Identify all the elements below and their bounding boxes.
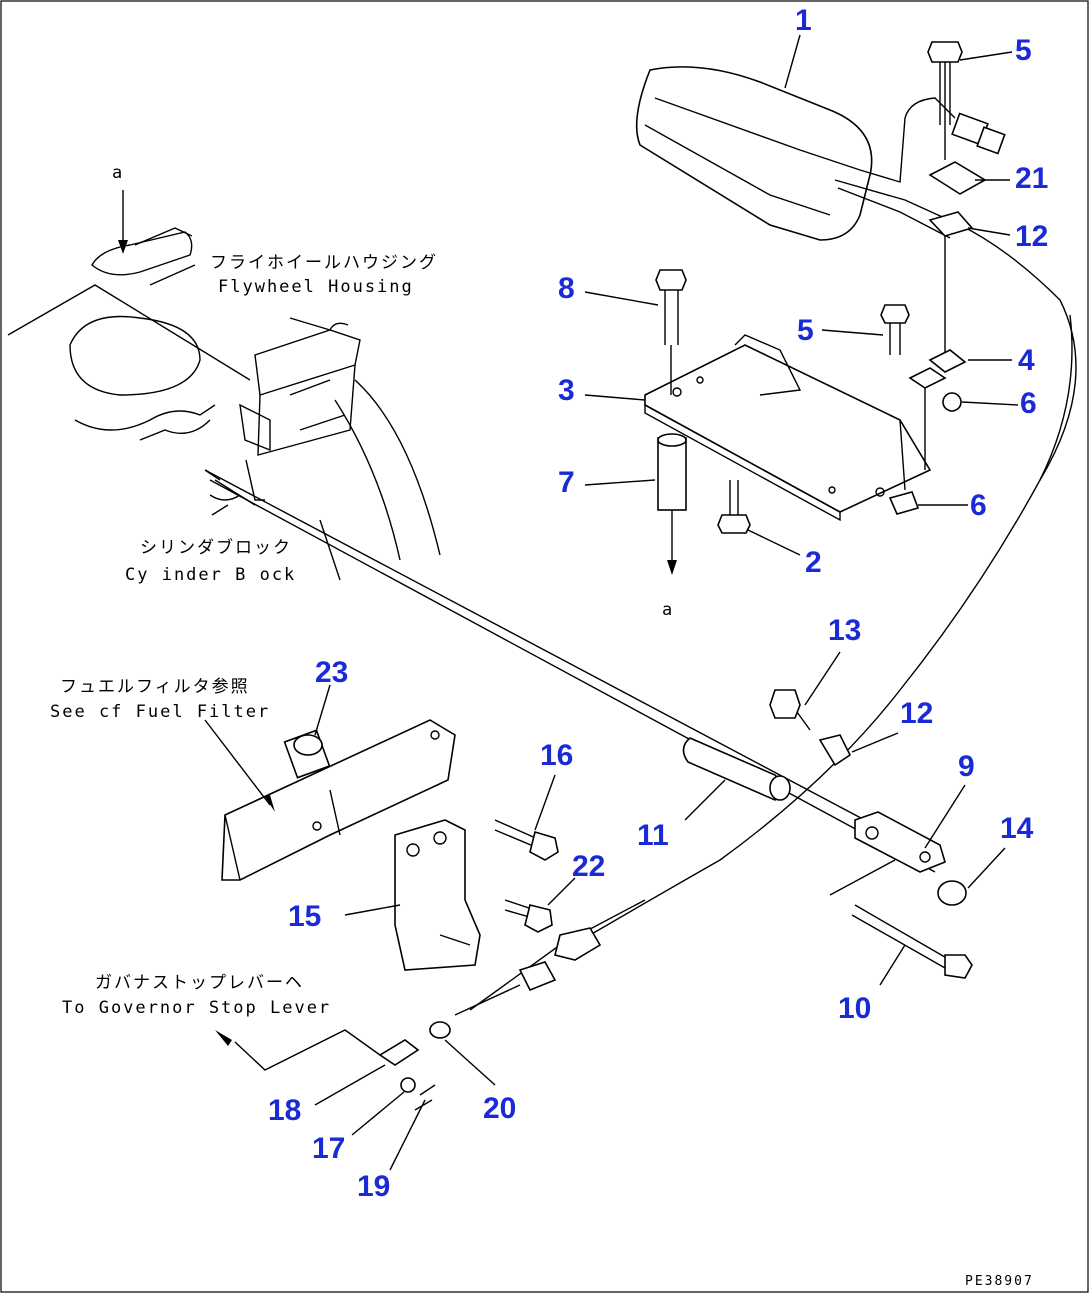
part-6-nut-bottom [888,491,920,515]
part-9-lever [854,811,946,873]
callout-15: 15 [288,900,321,933]
part-1-solenoid-box [635,66,1061,301]
leader-lines [118,34,1019,1171]
part-15-bracket [394,819,481,971]
part-12-clamp-lower [818,734,852,767]
text-labels: a a フライホイールハウジング Flywheel Housing シリンダブロ… [50,163,1034,1289]
reference-a-top: a [112,163,122,183]
part-7-spacer [657,433,687,575]
control-cable [589,299,1077,936]
flywheel-housing-en: Flywheel Housing [218,277,414,297]
part-6-nut-top [942,392,962,412]
callout-numbers: 1 2 3 4 5 5 6 6 7 8 9 10 11 12 12 13 14 … [268,4,1048,1203]
callout-2: 2 [805,546,822,579]
part-10-bolt [829,859,973,979]
control-rod-lower [209,479,936,873]
control-rod-upper [204,469,941,861]
part-2-bolt [717,480,751,534]
part-5-bolt-top [927,41,987,355]
callout-6-top: 6 [1020,387,1037,420]
callout-10: 10 [838,992,871,1025]
callout-13: 13 [828,614,861,647]
cable-end-fittings [215,899,646,1111]
fuel-filter-jp: フュエルフィルタ参照 [60,677,250,697]
governor-stop-en: To Governor Stop Lever [62,998,331,1018]
callout-20: 20 [483,1092,516,1125]
callout-1: 1 [795,4,812,37]
drawing-code: PE38907 [965,1274,1034,1289]
callout-8: 8 [558,272,575,305]
reference-a-bottom: a [662,600,672,620]
part-22-bolt [504,899,553,933]
flywheel-housing-jp: フライホイールハウジング [210,253,438,273]
part-11-spacer [682,737,791,801]
part-4-bracket [908,349,967,470]
callout-5-top: 5 [1015,34,1032,67]
callout-17: 17 [312,1132,345,1165]
callout-6-bottom: 6 [970,489,987,522]
callout-5-mid: 5 [797,314,814,347]
callout-3: 3 [558,374,575,407]
callout-4: 4 [1018,344,1035,377]
callout-11: 11 [637,819,669,852]
part-14-washer [937,880,967,906]
callout-18: 18 [268,1094,301,1127]
cylinder-block-en: Cy inder B ock [125,565,296,585]
part-13-bolt [769,689,811,731]
fuel-filter-en: See cf Fuel Filter [50,702,270,722]
governor-stop-jp: ガバナストップレバーヘ [95,973,304,993]
part-3-bracket-plate [644,334,932,522]
part-8-bolt [655,269,687,395]
callout-9: 9 [958,750,975,783]
callout-12-lower: 12 [900,697,933,730]
callout-7: 7 [558,466,575,499]
callout-16: 16 [540,739,573,772]
part-16-bolt [494,819,559,861]
control-cable-2 [1039,314,1073,481]
callout-21: 21 [1015,162,1048,195]
callout-19: 19 [357,1170,390,1203]
callout-23: 23 [315,656,348,689]
callout-14: 14 [1000,812,1034,845]
callout-12-top: 12 [1015,220,1048,253]
cylinder-block-jp: シリンダブロック [140,537,292,558]
callout-22: 22 [572,850,605,883]
part-23-filter-bracket [221,719,456,881]
part-5-bolt-mid [880,304,910,355]
